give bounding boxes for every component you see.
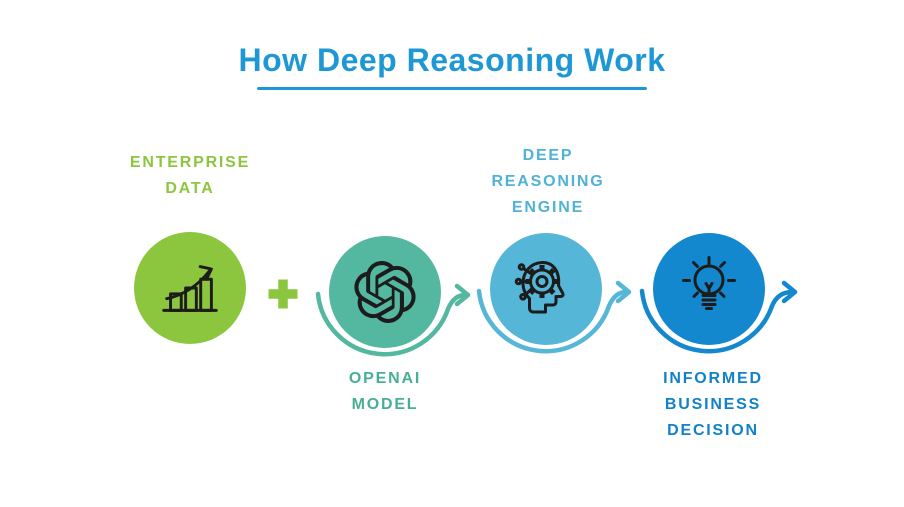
step-circle-openai-model <box>329 236 441 348</box>
step-label-openai-model: OPENAI MODEL <box>348 370 422 413</box>
openai-logo-icon <box>354 261 416 323</box>
plus-icon <box>268 279 298 309</box>
step-label-informed-business-decision: INFORMED BUSINESS DECISION <box>663 370 763 439</box>
step-circle-informed-business-decision <box>653 233 765 345</box>
lightbulb-icon <box>682 256 736 310</box>
step-circle-deep-reasoning-engine <box>490 233 602 345</box>
head-gear-icon <box>514 261 565 314</box>
bar-chart-growth-icon <box>162 265 218 312</box>
title-underline <box>257 87 647 90</box>
step-label-deep-reasoning-engine: DEEP REASONING ENGINE <box>491 147 605 216</box>
page-title: How Deep Reasoning Work <box>238 42 666 78</box>
step-label-enterprise-data: ENTERPRISE DATA <box>129 154 251 197</box>
step-circle-enterprise-data <box>134 232 246 344</box>
